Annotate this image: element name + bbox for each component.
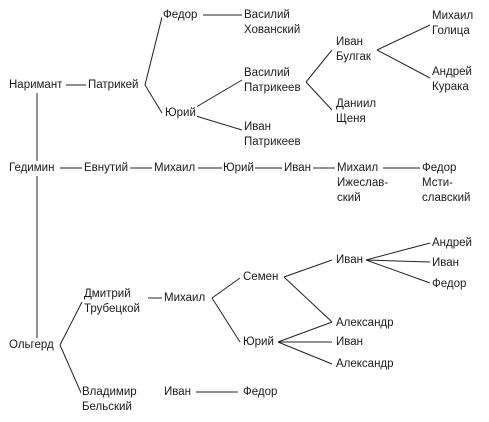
connector (376, 49, 431, 79)
person-fedor-surname-cont: славский (421, 191, 472, 206)
person-dmitry-surname: Трубецкой (83, 302, 141, 317)
person-andrey-surname: Курака (431, 80, 470, 95)
connector (365, 242, 431, 261)
person-ivan: Иван (335, 335, 364, 350)
person-vladimir-name: Владимир (81, 385, 138, 400)
person-fedor-name: Федор (421, 161, 458, 176)
connector (277, 321, 333, 343)
person-yury: Юрий (242, 335, 275, 350)
connector (59, 301, 83, 346)
connector (277, 341, 333, 365)
person-vladimir-surname: Бельский (81, 400, 133, 415)
connector (283, 259, 333, 278)
person-ivan-surname: Патрикеев (243, 135, 302, 150)
person-vasily-name: Василий (243, 66, 291, 81)
connector (376, 24, 431, 51)
person-gedimin: Гедимин (8, 161, 56, 176)
person-mikhail-name: Михаил (336, 161, 380, 176)
person-alexander: Александр (335, 357, 395, 372)
person-mikhail-surname: Ижеслав- (336, 176, 390, 191)
person-ivan: Иван (283, 161, 312, 176)
person-mikhail: Михаил (163, 291, 207, 306)
connector (59, 344, 83, 396)
person-mikhail-surname: Голица (431, 24, 471, 39)
person-mikhail: Михаил (153, 161, 197, 176)
person-daniil-surname: Щеня (335, 112, 367, 127)
connector (211, 277, 241, 299)
person-vasily-surname: Патрикеев (243, 81, 302, 96)
connector (144, 84, 163, 114)
connector (305, 81, 333, 111)
person-daniil-name: Даниил (335, 97, 378, 112)
connector (305, 49, 333, 83)
person-fedor: Федор (162, 8, 199, 23)
person-ivan: Иван (431, 256, 460, 271)
connector (365, 259, 431, 284)
person-mikhail-name: Михаил (431, 9, 475, 24)
connector (283, 276, 333, 323)
person-vasily-name: Василий (243, 8, 291, 23)
person-mikhail-surname-cont: ский (336, 191, 362, 206)
person-andrey-name: Андрей (431, 65, 473, 80)
person-fedor: Федор (242, 385, 279, 400)
person-ivan-name: Иван (243, 120, 272, 135)
connector (144, 16, 163, 86)
person-andrey: Андрей (431, 236, 473, 251)
person-narimant: Наримант (8, 78, 64, 93)
person-vasily-surname: Хованский (243, 23, 302, 38)
person-olgerd: Ольгерд (8, 338, 55, 353)
person-ivan-name: Иван (335, 35, 364, 50)
person-fedor-surname: Мсти- (421, 176, 454, 191)
person-ivan: Иван (163, 385, 192, 400)
person-dmitry-name: Дмитрий (83, 287, 132, 302)
person-ivan-surname: Булгак (335, 50, 372, 65)
person-evnutiy: Евнутий (83, 161, 129, 176)
person-alexander: Александр (335, 316, 395, 331)
person-fedor: Федор (431, 277, 468, 292)
person-ivan: Иван (335, 253, 364, 268)
person-yury: Юрий (164, 106, 197, 121)
connector (365, 259, 431, 263)
person-patrikey: Патрикей (87, 78, 140, 93)
connector (211, 297, 241, 343)
person-yury: Юрий (222, 161, 255, 176)
person-semen: Семен (242, 270, 280, 285)
